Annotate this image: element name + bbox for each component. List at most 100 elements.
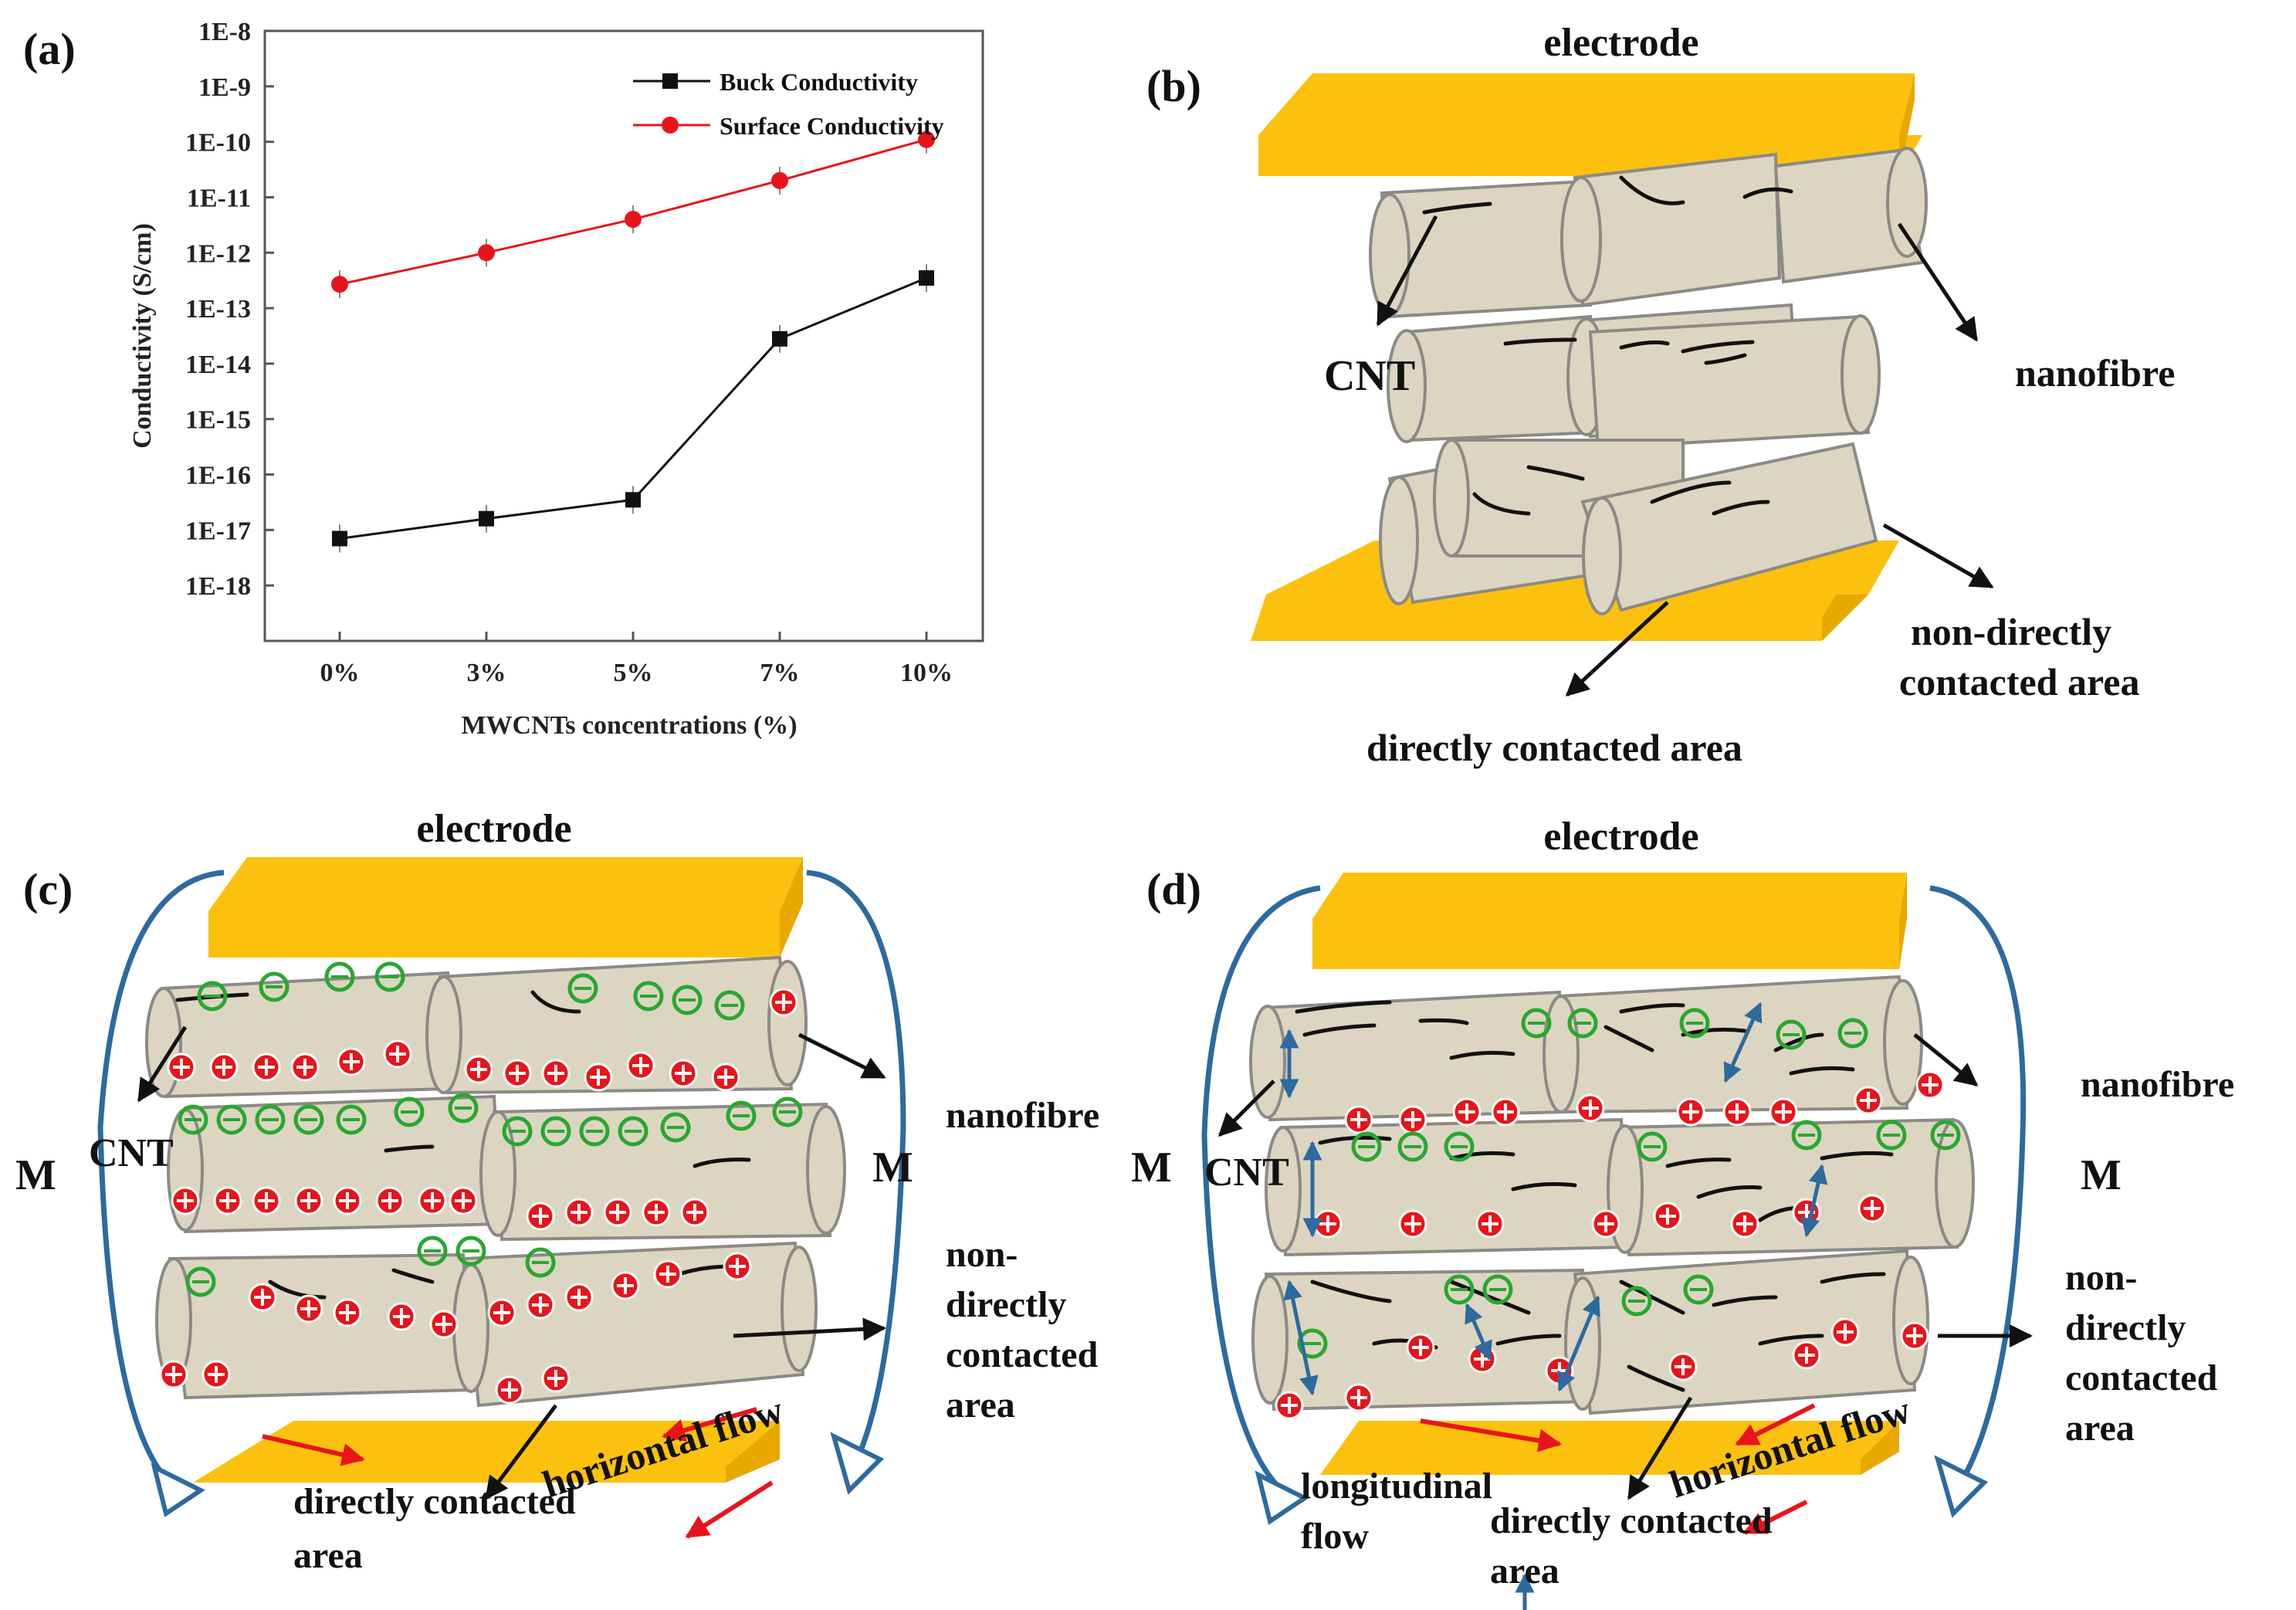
positive-charge-icon: [1406, 1333, 1435, 1362]
panel-label-b: (b): [1146, 61, 1201, 111]
data-point: [479, 510, 494, 527]
positive-charge-icon: [171, 1186, 200, 1215]
y-tick-label: 1E-9: [198, 73, 251, 102]
cnt-strands-b: [1422, 175, 1793, 516]
positive-charge-icon: [1676, 1097, 1705, 1127]
negative-charge-icon: [672, 985, 703, 1015]
negative-charge-icon: [1776, 1019, 1807, 1050]
non-direct-label-d-1: non-: [2065, 1257, 2137, 1298]
x-tick-label: 7%: [760, 659, 800, 687]
negative-charge-icon: [374, 961, 405, 992]
positive-charge-icon: [769, 988, 798, 1017]
m-label-c-left: M: [15, 1151, 56, 1199]
m-flow-arrows-c: [97, 869, 906, 1485]
negative-charge-icon: [525, 1247, 556, 1278]
negative-charge-icon: [714, 990, 745, 1021]
positive-charge-icon: [213, 1186, 242, 1215]
positive-charge-icon: [487, 1298, 516, 1327]
positive-charge-icon: [429, 1310, 459, 1339]
negative-charge-icon: [660, 1112, 691, 1143]
positive-charge-icon: [1722, 1097, 1752, 1127]
positive-charge-icon: [1730, 1209, 1759, 1239]
positive-charge-icon: [541, 1364, 571, 1393]
y-tick-label: 1E-14: [185, 351, 251, 379]
nanofibres-c: [145, 955, 846, 1408]
negative-charge-icon: [1621, 1286, 1652, 1317]
positive-charge-icon: [611, 1271, 640, 1300]
nanofibre-label-c: nanofibre: [946, 1095, 1099, 1136]
negative-charge-icon: [540, 1116, 571, 1147]
positive-charge-icon: [209, 1052, 239, 1082]
m-label-d-right: M: [2081, 1151, 2122, 1199]
cnt-label-c: CNT: [89, 1131, 174, 1175]
negative-charge-icon: [1482, 1274, 1513, 1305]
non-direct-label-b-2: contacted area: [1899, 660, 2139, 703]
y-axis-label: Conductivity (S/cm): [128, 223, 157, 449]
direct-label-d-2: area: [1490, 1551, 1559, 1591]
positive-charge-icon: [1668, 1352, 1698, 1381]
negative-charge-icon: [1876, 1120, 1907, 1151]
positive-charge-icon: [167, 1052, 196, 1082]
annotation-arrows-b: [1376, 215, 1994, 697]
positive-charge-icon: [626, 1051, 655, 1080]
x-tick-label: 10%: [900, 659, 953, 687]
non-direct-label-d-3: contacted: [2065, 1357, 2218, 1398]
positive-charge-icon: [526, 1202, 555, 1231]
negative-charge-icon: [1444, 1274, 1475, 1305]
positive-charge-icon: [541, 1059, 571, 1088]
positive-charge-icon: [503, 1059, 532, 1088]
conductivity-chart: 1E-81E-91E-101E-111E-121E-131E-141E-151E…: [128, 18, 984, 740]
negative-charge-icon: [394, 1096, 425, 1127]
y-tick-label: 1E-8: [198, 18, 251, 46]
bottom-electrode-c: [193, 1421, 780, 1483]
charges-c: [159, 961, 803, 1405]
x-axis-label: MWCNTs concentrations (%): [461, 711, 797, 740]
y-tick-label: 1E-16: [185, 462, 251, 490]
positive-charge-icon: [1491, 1097, 1520, 1127]
panel-label-c: (c): [23, 864, 73, 914]
negative-charge-icon: [185, 1266, 216, 1297]
positive-charge-icon: [1275, 1391, 1304, 1420]
positive-charge-icon: [495, 1375, 524, 1405]
data-point: [332, 530, 347, 547]
positive-charge-icon: [333, 1186, 362, 1215]
positive-charge-icon: [383, 1039, 412, 1069]
positive-charge-icon: [680, 1198, 709, 1227]
m-label-d-left: M: [1131, 1144, 1172, 1191]
data-point: [772, 330, 787, 347]
negative-charge-icon: [336, 1104, 367, 1135]
negative-charge-icon: [417, 1235, 448, 1266]
nanofibres-d: [1249, 974, 1975, 1415]
horizontal-flow-arrows-d: [1420, 1403, 1816, 1535]
non-direct-label-c-1: non-: [946, 1234, 1018, 1275]
data-point: [625, 492, 641, 508]
positive-charge-icon: [294, 1294, 323, 1324]
positive-charge-icon: [526, 1290, 555, 1320]
negative-charge-icon: [324, 961, 355, 992]
y-tick-label: 1E-12: [185, 239, 251, 268]
negative-charge-icon: [216, 1104, 247, 1135]
negative-charge-icon: [502, 1116, 533, 1147]
positive-charge-icon: [1344, 1105, 1373, 1134]
positive-charge-icon: [1475, 1209, 1505, 1239]
negative-charge-icon: [178, 1104, 208, 1135]
negative-charge-icon: [1930, 1120, 1961, 1151]
legend-marker-buck: [662, 73, 678, 89]
plot-frame: [263, 29, 984, 642]
negative-charge-icon: [633, 981, 664, 1012]
positive-charge-icon: [1769, 1097, 1798, 1127]
data-point: [331, 276, 348, 293]
data-point: [771, 171, 788, 189]
y-tick-label: 1E-15: [185, 406, 251, 435]
positive-charge-icon: [1398, 1209, 1427, 1239]
top-electrode-c: [208, 857, 803, 958]
positive-charge-icon: [1653, 1202, 1682, 1231]
negative-charge-icon: [197, 981, 228, 1012]
positive-charge-icon: [159, 1360, 188, 1389]
nanofibre-label-d: nanofibre: [2081, 1064, 2234, 1105]
diagram-b: electrode: [1251, 21, 2175, 769]
negative-charge-icon: [1397, 1131, 1428, 1162]
positive-charge-icon: [603, 1198, 632, 1227]
electrode-label-b: electrode: [1543, 21, 1698, 65]
data-point: [918, 130, 935, 148]
